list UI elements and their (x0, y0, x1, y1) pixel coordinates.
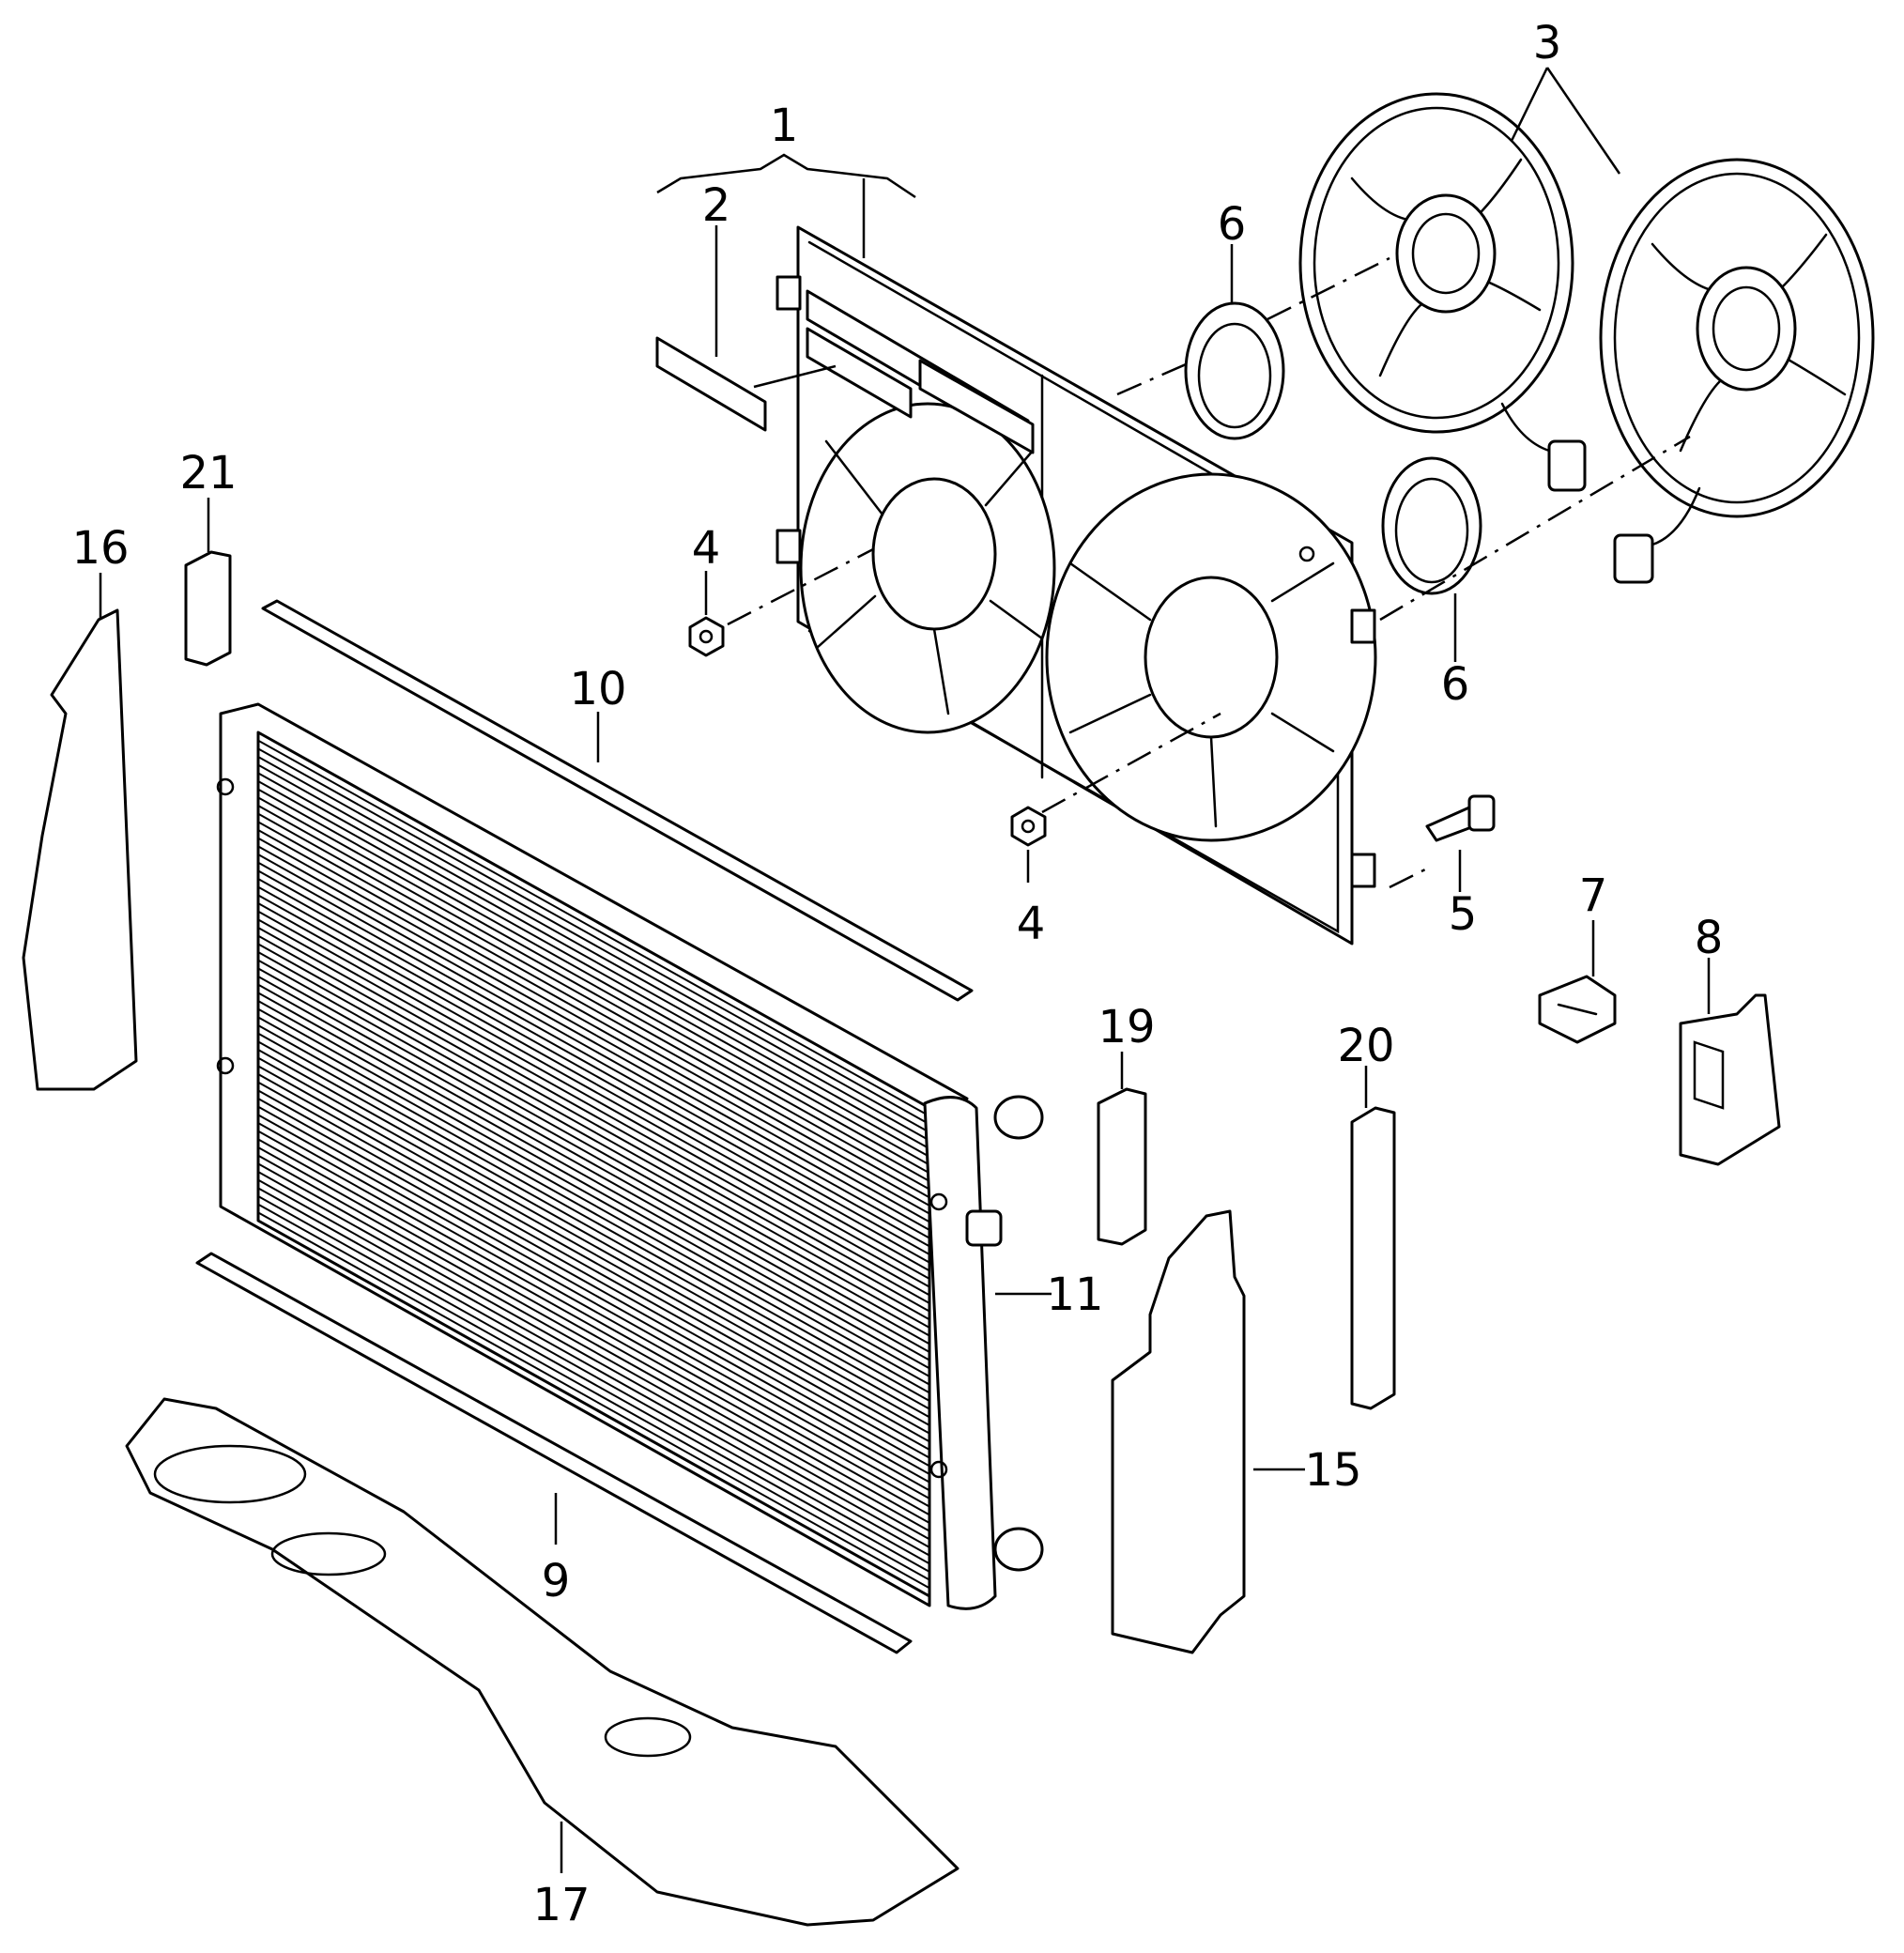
callout-10: 10 (569, 663, 626, 715)
seal-strip-lower[interactable] (195, 1252, 913, 1654)
callout-4-upper: 4 (692, 522, 721, 575)
seal-ring-lower[interactable] (1381, 456, 1482, 595)
hex-nut-lower[interactable] (1010, 806, 1047, 847)
mounting-bracket[interactable] (1679, 993, 1781, 1166)
callout-1: 1 (770, 100, 799, 152)
fan-shroud[interactable] (775, 225, 1377, 946)
callout-6-lower: 6 (1441, 658, 1470, 711)
radiator-fins (257, 739, 930, 1590)
radiator[interactable] (216, 702, 1044, 1610)
foam-seal-20[interactable] (1350, 1106, 1396, 1410)
callout-17: 17 (532, 1879, 590, 1931)
seal-strip-upper[interactable] (261, 599, 974, 1002)
callout-16: 16 (71, 522, 129, 575)
callout-6-upper: 6 (1218, 198, 1247, 251)
air-guide-left[interactable] (22, 608, 138, 1091)
mounting-clip[interactable] (1538, 975, 1617, 1044)
callout-15: 15 (1304, 1444, 1361, 1497)
callout-8: 8 (1695, 912, 1724, 964)
foam-seal-19[interactable] (1097, 1087, 1147, 1246)
callout-9: 9 (542, 1555, 571, 1607)
foam-seal-21[interactable] (184, 550, 232, 667)
fan-motor-left[interactable] (1298, 92, 1587, 492)
air-deflector-lower[interactable] (125, 1397, 960, 1927)
self-tapping-screw[interactable] (1425, 794, 1496, 842)
callout-19: 19 (1098, 1001, 1155, 1053)
callouts: 1 2 3 4 4 5 6 6 7 8 9 10 11 15 16 17 19 … (71, 17, 1723, 1931)
callout-7: 7 (1579, 869, 1608, 922)
callout-5: 5 (1449, 888, 1478, 941)
callout-4-lower: 4 (1017, 898, 1046, 950)
label-sticker[interactable] (655, 336, 767, 432)
seal-ring-upper[interactable] (1184, 301, 1285, 440)
callout-20: 20 (1337, 1020, 1394, 1072)
air-guide-right[interactable] (1111, 1209, 1246, 1654)
callout-3: 3 (1533, 17, 1562, 69)
hex-nut-upper[interactable] (688, 616, 725, 657)
leader-lines (99, 67, 1711, 1873)
callout-21: 21 (179, 447, 237, 500)
callout-2: 2 (702, 179, 731, 232)
callout-11: 11 (1046, 1269, 1103, 1321)
fan-motor-right[interactable] (1599, 158, 1875, 584)
